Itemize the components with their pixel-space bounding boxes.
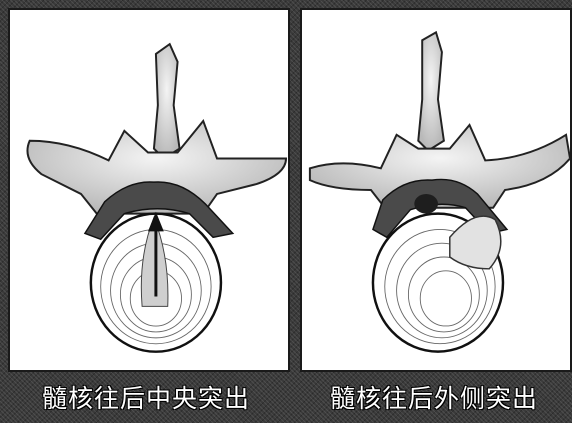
vertebra-central-illustration xyxy=(10,10,288,370)
panel-central-herniation xyxy=(8,8,290,372)
panel-posterolateral-herniation xyxy=(300,8,572,372)
caption-posterolateral-herniation: 髓核往后外侧突出 xyxy=(330,380,538,418)
vertebra-posterolateral-illustration xyxy=(302,10,570,370)
spinous-process xyxy=(154,44,180,158)
caption-central-herniation: 髓核往后中央突出 xyxy=(42,380,250,418)
nerve-root xyxy=(414,194,438,214)
spinous-process xyxy=(418,32,444,150)
